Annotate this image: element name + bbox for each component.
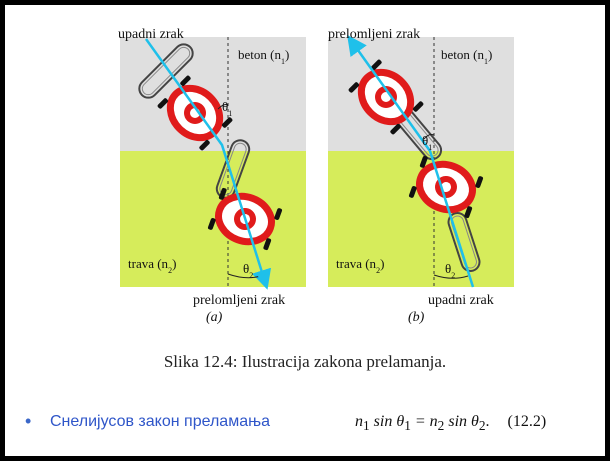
bullet-marker: •: [25, 411, 32, 431]
theta2-arc: [227, 273, 266, 281]
refracted-ray-label: prelomljeni zrak: [328, 27, 420, 42]
theta1-label: θ1: [422, 133, 432, 152]
figure-caption: Slika 12.4: Ilustracija zakona prelamanj…: [163, 352, 447, 371]
panel-label-a: (a): [206, 310, 223, 325]
panel-label-b: (b): [408, 310, 425, 325]
theta2-label: θ2: [243, 261, 253, 280]
bullet-item: • Снелијусов закон преламања n1 sin θ1 =…: [25, 411, 595, 437]
ray-path: [144, 38, 272, 290]
incident-ray-label: upadni zrak: [428, 293, 494, 308]
equation-number: (12.2): [507, 413, 547, 430]
theta2-label: θ2: [445, 261, 455, 280]
bullet-text: Снелијусов закон преламања: [50, 413, 270, 430]
theta1-label: θ1: [222, 99, 232, 118]
snell-formula: n1 sin θ1 = n2 sin θ2. (12.2): [355, 413, 547, 434]
diagram-b: prelomljeni zrak beton (n1) θ1 trava (n2…: [328, 27, 514, 325]
concrete-region: [328, 37, 514, 151]
theta1-arc: [423, 134, 435, 140]
slide: upadni zrak beton (n1) θ1 trava (n2) θ2 …: [5, 5, 605, 456]
ray-path: [347, 34, 475, 288]
medium2-label: trava (n2): [128, 256, 176, 275]
incident-ray-label: upadni zrak: [118, 27, 184, 42]
refracted-ray-label: prelomljeni zrak: [193, 293, 285, 308]
theta2-arc: [433, 274, 469, 279]
medium1-label: beton (n1): [238, 47, 289, 66]
medium2-label: trava (n2): [336, 256, 384, 275]
medium1-label: beton (n1): [441, 47, 492, 66]
diagram-a: upadni zrak beton (n1) θ1 trava (n2) θ2 …: [118, 27, 306, 325]
theta1-arc: [217, 104, 229, 110]
